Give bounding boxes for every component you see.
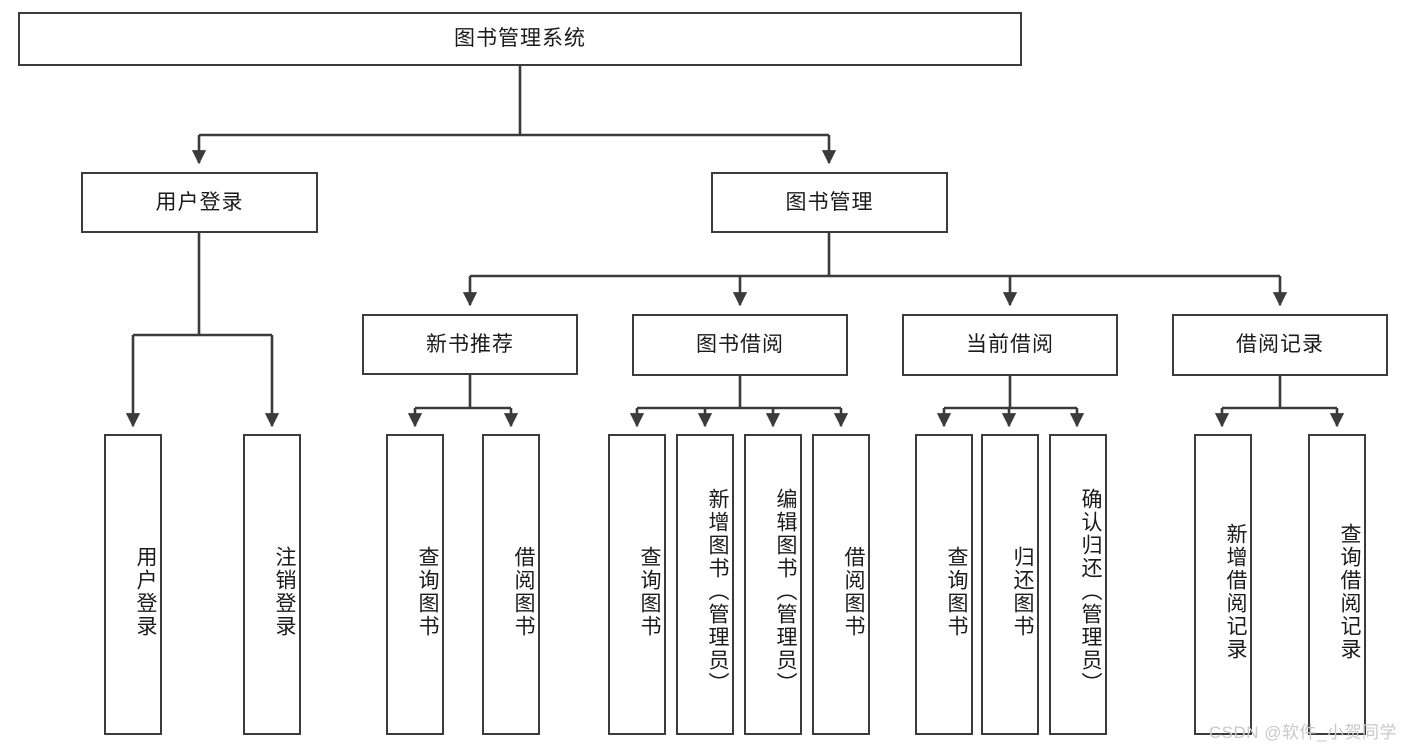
leaf-user-login-login[interactable]: 用户登录 [104,434,162,735]
leaf-current-query-book-label: 查询图书 [945,545,968,638]
node-root-label: 图书管理系统 [454,27,586,51]
node-current-borrow-label: 当前借阅 [966,333,1054,357]
leaf-recommend-query-book[interactable]: 查询图书 [386,434,444,735]
leaf-recommend-query-book-label: 查询图书 [416,545,439,638]
node-new-book-recommend[interactable]: 新书推荐 [362,314,578,375]
leaf-borrow-query-book[interactable]: 查询图书 [608,434,666,735]
node-book-borrow-label: 图书借阅 [696,333,784,357]
leaf-record-add-record-label: 新增借阅记录 [1224,522,1247,661]
leaf-record-add-record[interactable]: 新增借阅记录 [1194,434,1252,735]
node-user-login-label: 用户登录 [155,190,244,214]
leaf-borrow-add-book-label: 新增图书（管理员） [706,488,729,695]
leaf-borrow-query-book-label: 查询图书 [638,545,661,638]
leaf-borrow-borrow-book-label: 借阅图书 [842,545,865,638]
leaf-current-return-book-label: 归还图书 [1011,545,1034,638]
leaf-borrow-edit-book-label: 编辑图书（管理员） [774,488,797,695]
leaf-borrow-add-book[interactable]: 新增图书（管理员） [676,434,734,735]
leaf-record-query-record-label: 查询借阅记录 [1338,522,1361,661]
node-root[interactable]: 图书管理系统 [18,12,1022,66]
leaf-current-return-book[interactable]: 归还图书 [981,434,1039,735]
leaf-recommend-borrow-book[interactable]: 借阅图书 [482,434,540,735]
leaf-borrow-edit-book[interactable]: 编辑图书（管理员） [744,434,802,735]
leaf-user-login-login-label: 用户登录 [134,545,157,638]
node-book-management-label: 图书管理 [785,190,874,214]
watermark: CSDN @软件_小贺同学 [1208,723,1397,742]
leaf-record-query-record[interactable]: 查询借阅记录 [1308,434,1366,735]
leaf-user-login-logout[interactable]: 注销登录 [243,434,301,735]
leaf-current-query-book[interactable]: 查询图书 [915,434,973,735]
node-borrow-record-label: 借阅记录 [1236,333,1324,357]
node-user-login[interactable]: 用户登录 [81,172,318,233]
node-book-borrow[interactable]: 图书借阅 [632,314,848,376]
node-current-borrow[interactable]: 当前借阅 [902,314,1118,376]
leaf-borrow-borrow-book[interactable]: 借阅图书 [812,434,870,735]
leaf-user-login-logout-label: 注销登录 [273,545,296,638]
leaf-recommend-borrow-book-label: 借阅图书 [512,545,535,638]
leaf-current-confirm-return[interactable]: 确认归还（管理员） [1049,434,1107,735]
leaf-current-confirm-return-label: 确认归还（管理员） [1079,488,1102,695]
node-new-book-recommend-label: 新书推荐 [426,332,514,356]
node-borrow-record[interactable]: 借阅记录 [1172,314,1388,376]
node-book-management[interactable]: 图书管理 [711,172,948,233]
